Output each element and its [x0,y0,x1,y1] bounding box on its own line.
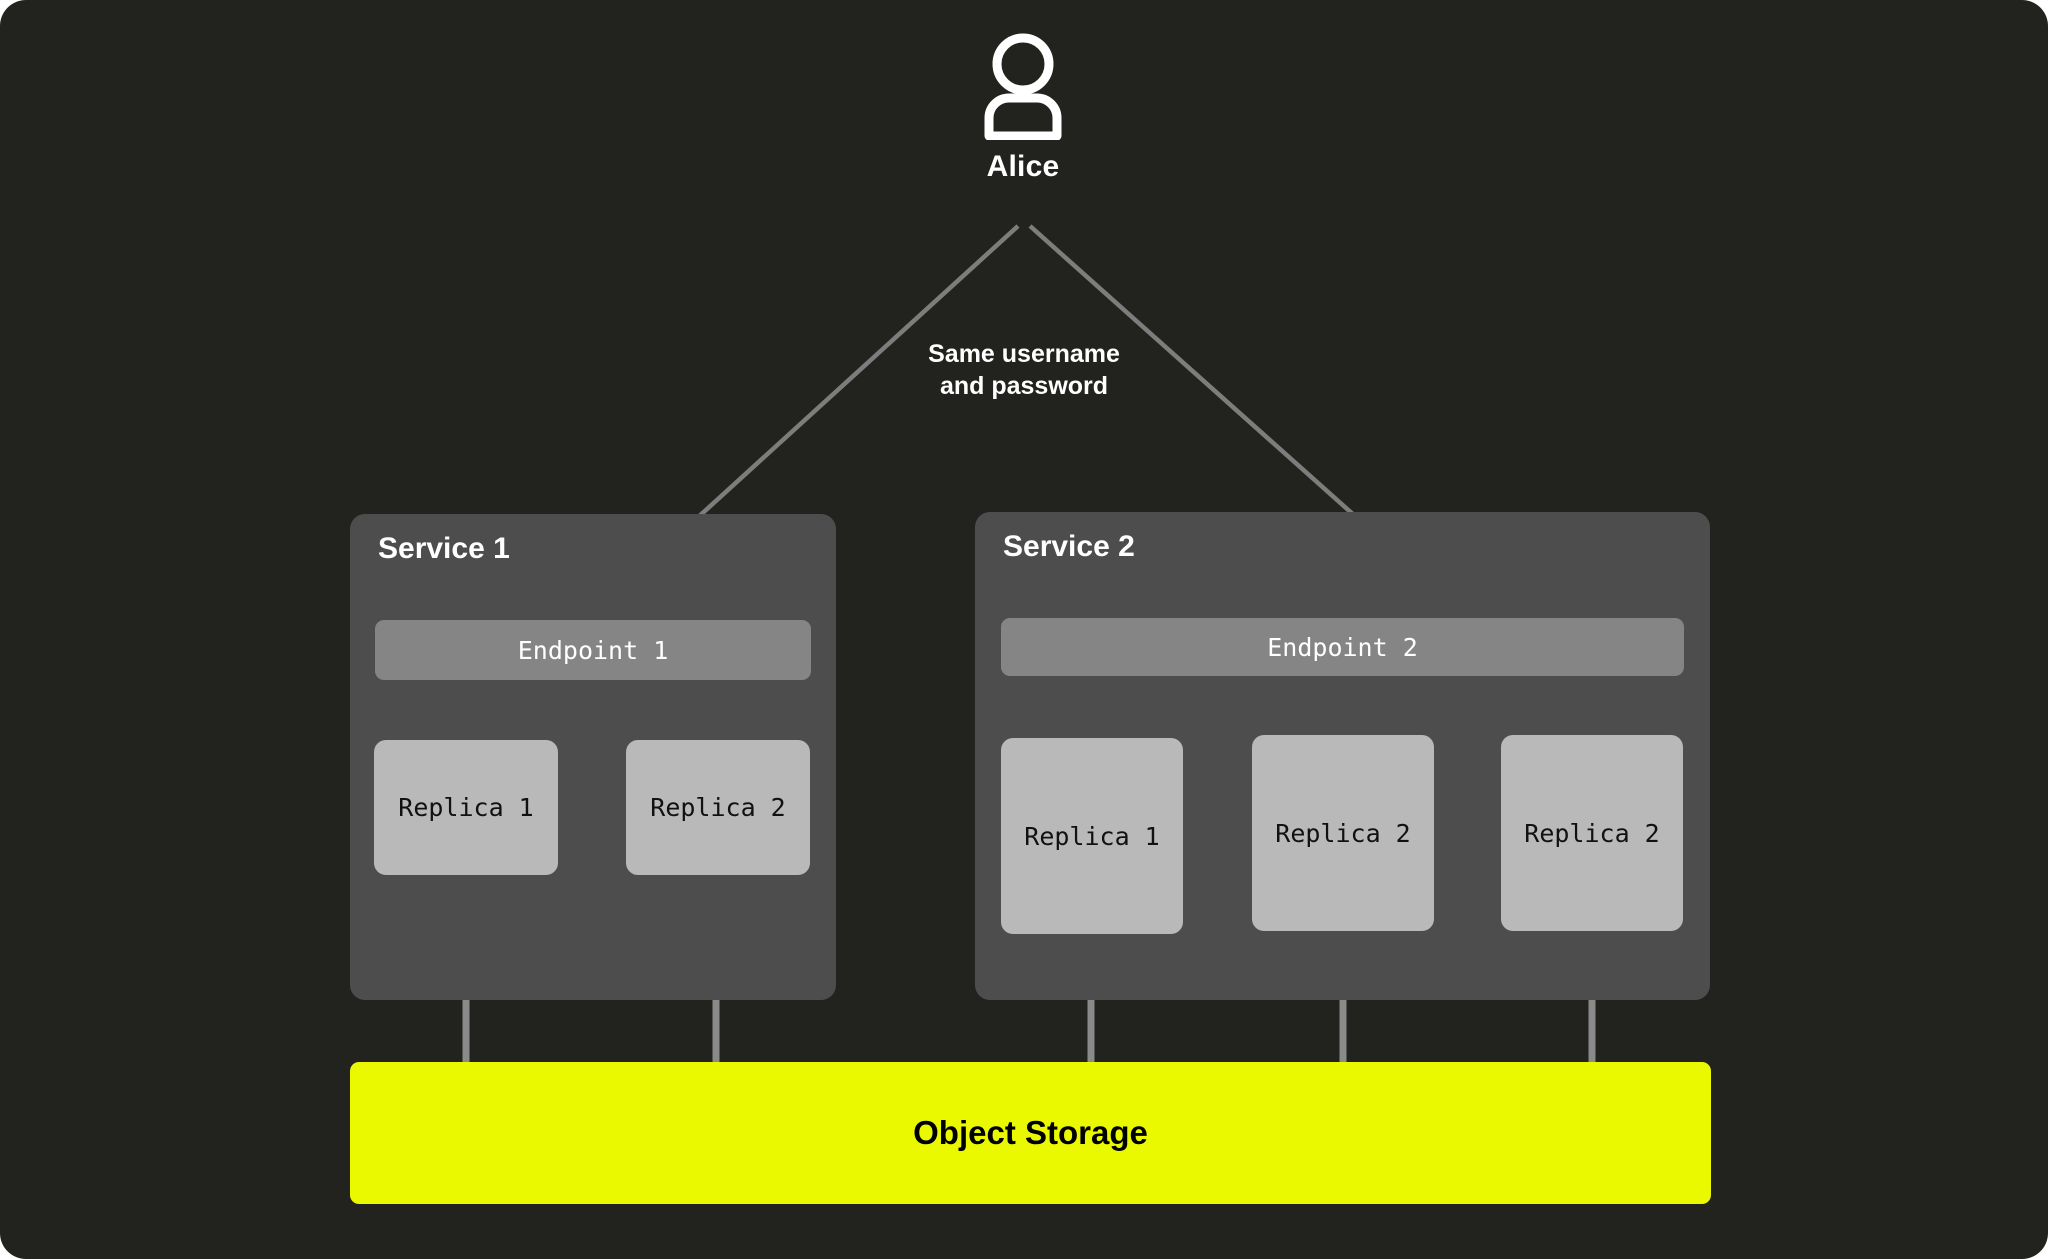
endpoint-1[interactable]: Endpoint 1 [375,620,811,680]
actor-alice: Alice [948,30,1098,184]
arrow-caption-line1: Same username [928,340,1120,368]
endpoint-2[interactable]: Endpoint 2 [1001,618,1684,676]
arrow-caption: Same username and password [814,338,1234,402]
replica-s1-1[interactable]: Replica 1 [374,740,558,875]
arrow-caption-line2: and password [939,372,1109,400]
user-icon [984,33,1062,140]
object-storage-label: Object Storage [913,1114,1148,1151]
replica-s2-1[interactable]: Replica 1 [1001,738,1183,934]
service-1-title: Service 1 [378,532,510,565]
replica-s2-3[interactable]: Replica 2 [1501,735,1683,931]
replica-s1-2[interactable]: Replica 2 [626,740,810,875]
actor-label: Alice [986,150,1060,183]
replica-s2-2[interactable]: Replica 2 [1252,735,1434,931]
object-storage-bar[interactable]: Object Storage [350,1062,1711,1204]
service-2-title: Service 2 [1003,530,1135,563]
